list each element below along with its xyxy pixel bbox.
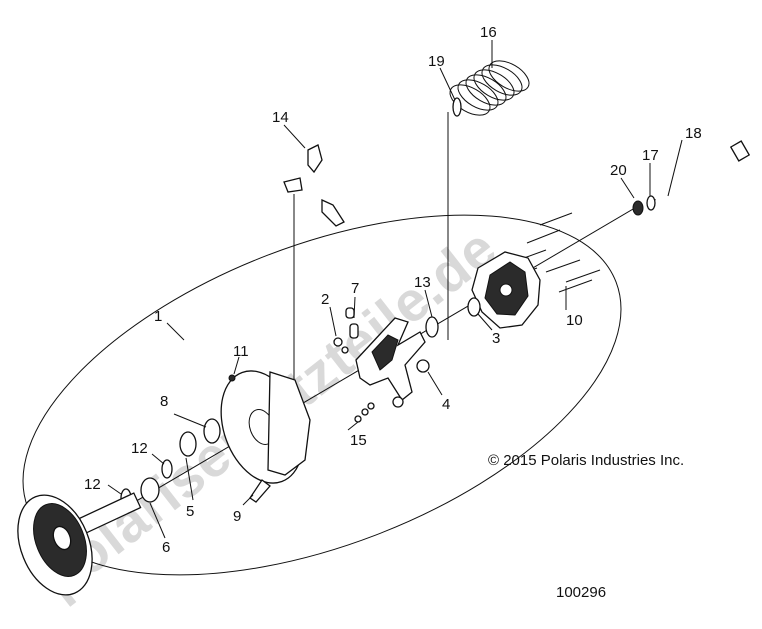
pin-9: [249, 479, 271, 503]
callout-7: 7: [351, 280, 359, 297]
callout-9: 9: [233, 508, 241, 525]
bushing-8: [203, 418, 221, 444]
callout-18: 18: [685, 125, 702, 142]
washers-2: [333, 337, 343, 347]
bushing-5: [179, 431, 197, 457]
ring-19: [452, 97, 462, 117]
bearing-13: [425, 316, 439, 338]
center-axis: [69, 204, 641, 541]
moveable-sheave: [220, 370, 311, 484]
callout-4: 4: [442, 396, 450, 413]
callouts: 1 2 3 4 5 6 7 8 9 10 11 12 12 13 14 15 1…: [84, 24, 702, 556]
callout-13: 13: [414, 274, 431, 291]
callout-10: 10: [566, 312, 583, 329]
spring-16: [449, 60, 530, 116]
callout-19: 19: [428, 53, 445, 70]
callout-20: 20: [610, 162, 627, 179]
callout-2: 2: [321, 291, 329, 308]
callout-14: 14: [272, 109, 289, 126]
washer-20: [632, 200, 644, 216]
fixed-sheave: [17, 492, 142, 596]
callout-11: 11: [233, 343, 249, 360]
callout-12a: 12: [131, 440, 148, 457]
callout-1: 1: [154, 308, 162, 325]
callout-6: 6: [162, 539, 170, 556]
callout-12b: 12: [84, 476, 101, 493]
weights-14: [283, 144, 345, 227]
bushing-6: [140, 477, 160, 503]
diagram-number: 100296: [556, 584, 606, 601]
roller-7: [349, 323, 359, 339]
ring-12a: [161, 459, 173, 479]
callout-5: 5: [186, 503, 194, 520]
callout-3: 3: [492, 330, 500, 347]
rivet-11: [228, 374, 236, 382]
washer-17: [646, 195, 656, 211]
callout-15: 15: [350, 432, 367, 449]
callout-8: 8: [160, 393, 168, 410]
callout-16: 16: [480, 24, 497, 41]
leader-lines: [107, 40, 683, 539]
screws-15: [354, 402, 375, 423]
bushing-3: [467, 297, 481, 317]
copyright-text: © 2015 Polaris Industries Inc.: [488, 452, 684, 469]
cover-plate: [471, 251, 541, 329]
callout-17: 17: [642, 147, 659, 164]
spider-4: [355, 317, 430, 408]
